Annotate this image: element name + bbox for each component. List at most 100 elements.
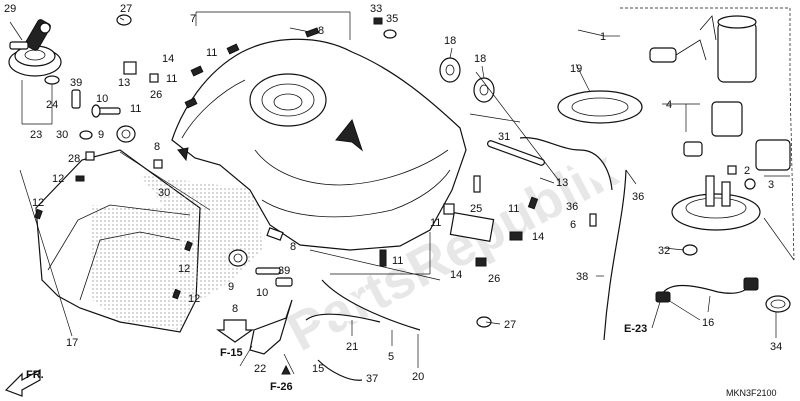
front-direction-arrow: FR. [4, 368, 44, 397]
label-11-c[interactable]: 11 [130, 103, 141, 115]
label-31[interactable]: 31 [498, 131, 510, 143]
label-26-top[interactable]: 26 [150, 89, 162, 101]
label-14-lower[interactable]: 14 [450, 269, 462, 281]
hose-clamp-34[interactable] [765, 295, 791, 313]
collar-9-upper[interactable] [116, 125, 136, 143]
fuel-pump-base[interactable] [671, 175, 761, 231]
heat-shield-area [140, 175, 262, 300]
e23-reference[interactable]: E-23 [624, 301, 661, 335]
label-20[interactable]: 20 [412, 371, 424, 383]
label-10-lower[interactable]: 10 [256, 287, 268, 299]
label-11-f[interactable]: 11 [392, 255, 403, 267]
label-12-c[interactable]: 12 [178, 263, 190, 275]
fuel-hose-16[interactable] [655, 277, 759, 303]
label-8-lower[interactable]: 8 [290, 241, 296, 253]
label-39-lower[interactable]: 39 [278, 265, 290, 277]
label-25[interactable]: 25 [470, 203, 482, 215]
label-27[interactable]: 27 [120, 3, 132, 15]
label-12-a[interactable]: 12 [52, 173, 64, 185]
label-39-upper[interactable]: 39 [70, 77, 82, 89]
fuel-cap-assembly[interactable] [8, 19, 62, 85]
label-24[interactable]: 24 [46, 99, 58, 111]
gasket-19[interactable] [557, 90, 643, 124]
nut-32[interactable] [682, 244, 698, 256]
label-1[interactable]: 1 [600, 31, 606, 43]
label-30-lower[interactable]: 30 [158, 187, 170, 199]
label-32[interactable]: 32 [658, 245, 670, 257]
nut-3[interactable] [744, 178, 756, 190]
label-30-upper[interactable]: 30 [56, 129, 68, 141]
label-21[interactable]: 21 [346, 341, 358, 353]
label-29[interactable]: 29 [4, 3, 16, 15]
svg-text:F-26: F-26 [270, 381, 293, 393]
label-28[interactable]: 28 [68, 153, 80, 165]
fuel-tank-7[interactable] [171, 38, 467, 251]
label-23[interactable]: 23 [30, 129, 42, 141]
group-box-1 [620, 7, 795, 261]
label-13-left[interactable]: 13 [118, 77, 130, 89]
grommet-18-left[interactable] [439, 57, 461, 83]
label-34[interactable]: 34 [770, 341, 782, 353]
leader-lines [9, 11, 795, 375]
hose-20-21[interactable] [305, 279, 421, 331]
bolt-30-upper[interactable] [79, 130, 93, 140]
bolt-39-lower[interactable] [275, 277, 293, 287]
label-15[interactable]: 15 [312, 363, 324, 375]
label-5[interactable]: 5 [388, 351, 394, 363]
label-35[interactable]: 35 [386, 13, 398, 25]
label-13-right[interactable]: 13 [556, 177, 568, 189]
label-22[interactable]: 22 [254, 363, 266, 375]
label-36-right[interactable]: 36 [632, 191, 644, 203]
label-19[interactable]: 19 [570, 63, 582, 75]
diagram-code: MKN3F2100 [726, 388, 777, 398]
drain-tube-38[interactable] [603, 169, 627, 341]
label-7[interactable]: 7 [190, 13, 196, 25]
svg-text:F-15: F-15 [220, 347, 243, 359]
damper-rubbers [34, 14, 597, 328]
label-11-d[interactable]: 11 [508, 203, 519, 215]
label-14-right[interactable]: 14 [532, 231, 544, 243]
label-27-lower[interactable]: 27 [504, 319, 516, 331]
breather-hose-13[interactable] [487, 137, 613, 191]
label-9-upper[interactable]: 9 [98, 129, 104, 141]
label-8-f15[interactable]: 8 [232, 303, 238, 315]
label-18-a[interactable]: 18 [444, 35, 456, 47]
label-12-d[interactable]: 12 [188, 293, 200, 305]
bolt-10-lower[interactable] [255, 267, 281, 275]
label-18-b[interactable]: 18 [474, 53, 486, 65]
bolt-2[interactable] [727, 165, 737, 175]
label-12-b[interactable]: 12 [32, 197, 44, 209]
collar-9-lower[interactable] [228, 249, 248, 267]
f26-reference[interactable]: F-26 [270, 364, 293, 393]
label-14-top[interactable]: 14 [162, 53, 174, 65]
label-6[interactable]: 6 [570, 219, 576, 231]
label-11-e[interactable]: 11 [430, 217, 441, 229]
label-4[interactable]: 4 [666, 99, 672, 111]
label-38[interactable]: 38 [576, 271, 588, 283]
svg-text:FR.: FR. [26, 369, 44, 381]
f15-reference[interactable]: F-15 [216, 319, 254, 359]
label-11-b[interactable]: 11 [166, 73, 177, 85]
label-9-lower[interactable]: 9 [228, 281, 234, 293]
label-2[interactable]: 2 [744, 165, 750, 177]
part-labels: 27 7 29 33 35 8 14 11 11 11 26 13 39 24 … [4, 3, 782, 385]
hose-37[interactable] [317, 359, 363, 381]
label-3[interactable]: 3 [768, 179, 774, 191]
label-8-left[interactable]: 8 [154, 141, 160, 153]
grommet-18-right[interactable] [473, 77, 495, 103]
label-17[interactable]: 17 [66, 337, 78, 349]
label-8-top[interactable]: 8 [318, 25, 324, 37]
bolt-39-upper[interactable] [71, 89, 81, 109]
label-16[interactable]: 16 [702, 317, 714, 329]
bolt-10-upper[interactable] [91, 104, 121, 118]
label-33[interactable]: 33 [370, 3, 382, 15]
fuel-pump-module-1[interactable] [649, 15, 791, 171]
label-36-left[interactable]: 36 [566, 201, 578, 213]
label-10-upper[interactable]: 10 [96, 93, 108, 105]
label-26-lower[interactable]: 26 [488, 273, 500, 285]
svg-text:E-23: E-23 [624, 323, 647, 335]
label-11-a[interactable]: 11 [206, 47, 217, 59]
label-37[interactable]: 37 [366, 373, 378, 385]
